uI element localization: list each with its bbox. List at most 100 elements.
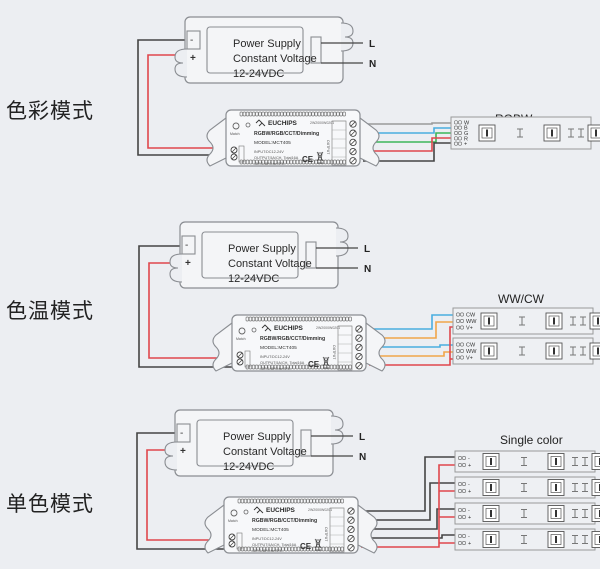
mounting-ear-icon: [340, 22, 354, 52]
controller-body: [225, 109, 361, 167]
led-chip-icon: [591, 505, 600, 522]
output-label: OUTPUT: [332, 345, 336, 360]
led-indicator-icon: [245, 122, 251, 128]
mounting-ear-icon: [330, 415, 344, 445]
vent-rib: [258, 316, 262, 322]
strip-pad-icon: [459, 312, 464, 317]
vent-rib: [295, 364, 299, 370]
vent-rib: [248, 316, 253, 322]
vent-rib: [317, 316, 321, 322]
euchips-logo-icon: [261, 324, 272, 332]
dc-minus-label: -: [185, 240, 188, 251]
model-label: MODEL:MCT405: [254, 140, 291, 146]
serial-number: 2W2000W0201: [316, 326, 340, 330]
vent-rib: [298, 316, 302, 322]
strip-pin-label: CW: [466, 343, 476, 349]
power-supply-title: Power Supply: [228, 243, 296, 255]
vent-rib: [311, 316, 315, 322]
led-indicator-icon: [251, 327, 257, 333]
vent-rib: [259, 546, 263, 552]
screw-slot: [350, 139, 356, 145]
vent-rib: [315, 498, 319, 504]
vent-rib: [256, 546, 260, 552]
screw-slot: [348, 545, 354, 551]
vent-rib: [280, 111, 284, 117]
output-spec: OUTPUT:5A/CH, Total16A: [260, 361, 305, 365]
vplus-wire-strip1: [369, 326, 454, 366]
function-label: RGBW/RGB/CCT/Dimming: [260, 336, 325, 342]
ww-wire-strip2: [369, 351, 454, 357]
led-chip-die: [488, 347, 490, 355]
vent-rib: [239, 111, 243, 117]
led-chip-die: [490, 536, 492, 543]
resistor-icon: [582, 483, 588, 492]
negative-wire-strip2: [361, 482, 456, 521]
vent-rib: [247, 498, 251, 504]
vent-rib: [281, 546, 285, 552]
vent-rib: [276, 364, 281, 370]
match-label: Match: [228, 519, 238, 523]
ac-terminal-block: [300, 429, 312, 457]
vent-rib: [300, 498, 304, 504]
vent-rib: [243, 498, 248, 504]
vent-rib: [302, 159, 306, 165]
resistor-icon: [519, 346, 525, 356]
vent-rib: [292, 316, 296, 322]
vent-rib: [334, 498, 338, 504]
vent-rib: [339, 364, 343, 370]
mounting-ear-icon: [164, 441, 178, 471]
led-chip-inner: [594, 456, 600, 467]
strip-body: [450, 116, 592, 150]
led-chip-inner: [550, 456, 562, 467]
input-spec: INPUT:DC12-24V: [252, 537, 282, 541]
led-chip-icon: [589, 312, 600, 330]
weee-bin-icon: [316, 151, 324, 164]
strip-pad-icon: [457, 120, 462, 125]
vent-rib: [289, 316, 293, 322]
vent-rib: [273, 316, 278, 322]
vent-rib: [308, 316, 312, 322]
strip-pad-icon: [455, 348, 460, 353]
vent-rib: [337, 498, 341, 504]
resistor-icon: [570, 316, 576, 326]
dc-negative-wire: [137, 39, 230, 156]
strip-pad-icon: [455, 355, 460, 360]
strip-pin-label: -: [468, 482, 470, 488]
strip-pad-icon: [457, 540, 462, 545]
resistor-icon: [572, 483, 578, 492]
output-wire-0: [363, 122, 452, 125]
vent-rib: [295, 159, 300, 165]
dc-positive-wire: [146, 449, 228, 541]
led-chip-die: [555, 510, 557, 517]
single-color-strip-1: -+: [454, 450, 600, 473]
dc-terminal-block: [181, 235, 196, 255]
strip-pad-icon: [457, 455, 462, 460]
controller-left-flange: [204, 504, 225, 554]
resistor-icon: [582, 509, 588, 518]
dc-minus-label: -: [180, 428, 183, 439]
euchips-logo-icon: [253, 506, 264, 514]
vent-rib: [270, 111, 275, 117]
resistor-icon: [521, 535, 527, 544]
vent-rib: [284, 498, 288, 504]
strip-pad-icon: [453, 125, 458, 130]
vent-rib: [329, 364, 334, 370]
vent-rib: [280, 159, 284, 165]
label-panel: [201, 231, 299, 279]
led-chip-inner: [548, 345, 560, 357]
dc-terminal-block: [186, 30, 201, 50]
ac-label-l: L: [364, 244, 370, 255]
led-chip-icon: [587, 124, 600, 142]
vent-rib: [259, 498, 263, 504]
controller-left-flange: [206, 117, 227, 167]
serial-number: 2W2000W0201: [310, 121, 334, 125]
vent-rib: [283, 316, 287, 322]
dc-positive-wire: [148, 262, 236, 359]
vent-rib: [250, 546, 254, 552]
